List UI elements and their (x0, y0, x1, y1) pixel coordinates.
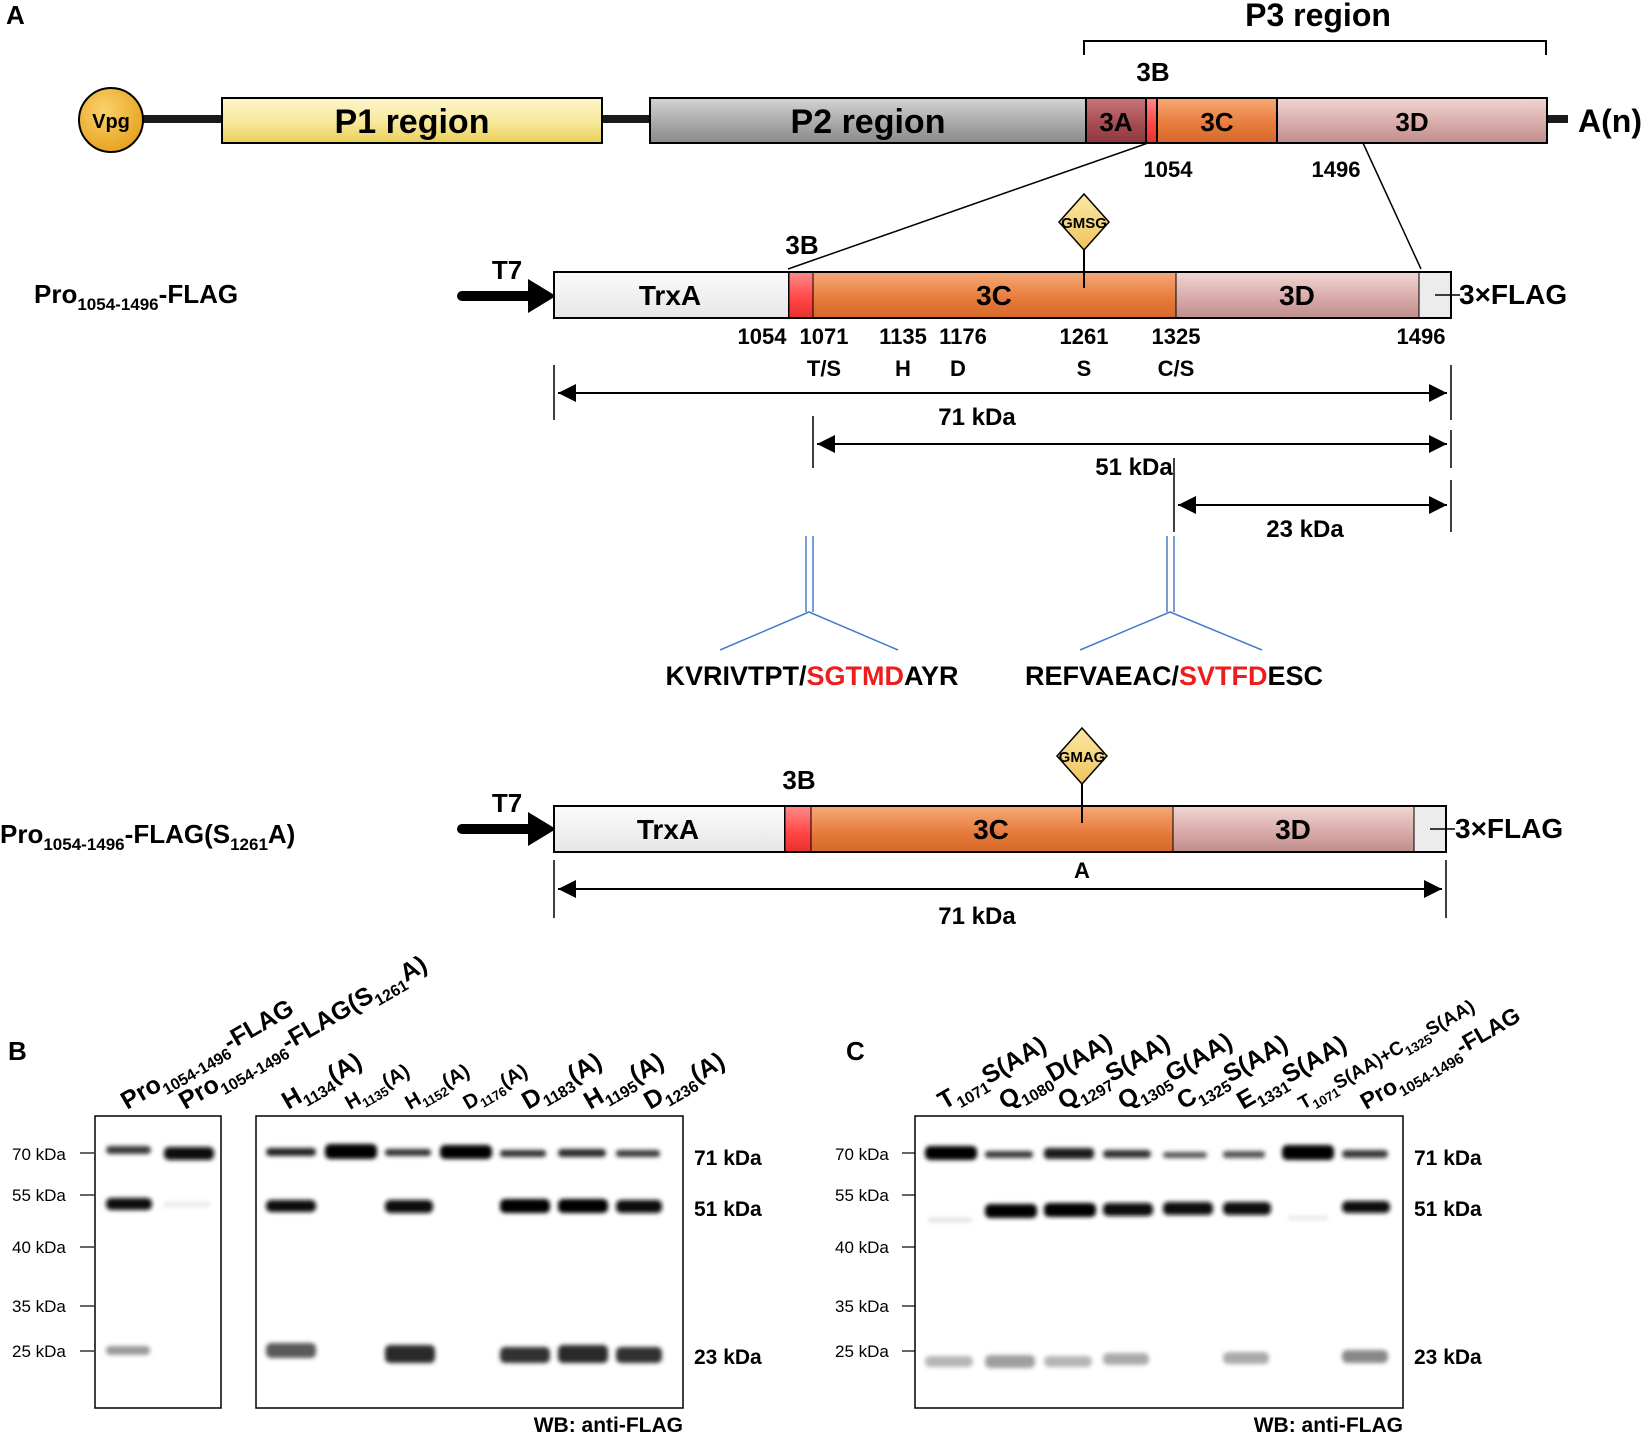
panel-b-label: B (8, 1036, 27, 1066)
panel-b-lane-labels: Pro1054-1496-FLAG Pro1054-1496-FLAG(S126… (116, 950, 730, 1118)
band-c-51: 51 kDa (1414, 1198, 1482, 1221)
3a-label: 3A (1099, 107, 1132, 137)
pos-1496-top: 1496 (1312, 157, 1361, 182)
construct1-pos-1135: 1135 (879, 324, 927, 349)
construct2-flag-label: 3×FLAG (1455, 813, 1563, 844)
marker-b-35: 35 kDa (12, 1297, 66, 1316)
construct2-trxa-label: TrxA (637, 814, 699, 845)
3c-box (1156, 97, 1278, 144)
blot-b-left (94, 1115, 222, 1409)
band-b-51: 51 kDa (694, 1198, 762, 1221)
construct1-pos-1054: 1054 (738, 324, 788, 349)
marker-b-25: 25 kDa (12, 1342, 66, 1361)
construct1-res-s: S (1077, 356, 1092, 381)
construct2-mutation-label: A (1074, 858, 1090, 883)
cleavage-site2-sequence: REFVAEAC/SVTFDESC (1025, 661, 1323, 691)
marker-c-35: 35 kDa (835, 1297, 889, 1316)
construct1-flag-label: 3×FLAG (1459, 279, 1567, 310)
construct1-res-ts: T/S (807, 356, 841, 381)
construct2-motif-label: GMAG (1059, 749, 1106, 766)
band-b-71: 71 kDa (694, 1147, 762, 1170)
construct1-pos-1496: 1496 (1397, 324, 1446, 349)
construct2-t7-arrowhead (528, 812, 556, 846)
construct1-pos-1325: 1325 (1152, 324, 1201, 349)
vpg-circle (78, 87, 144, 153)
lane-label-c-1: T1071S(AA) (933, 1031, 1054, 1120)
construct1-motif-diamond (1057, 192, 1111, 252)
blot-b-right (255, 1115, 684, 1409)
construct2-size-71: 71 kDa (938, 903, 1016, 930)
marker-c-70: 70 kDa (835, 1145, 889, 1164)
construct2-3c-box (810, 805, 1174, 853)
blot-b-left-bands (106, 1146, 214, 1355)
band-c-23: 23 kDa (1414, 1346, 1482, 1369)
pos-1054-top: 1054 (1144, 157, 1194, 182)
cleavage-site1-callout (719, 536, 899, 651)
3c-label: 3C (1200, 107, 1233, 137)
construct1-pos-1176: 1176 (939, 324, 987, 349)
construct1-pos-1071: 1071 (800, 324, 849, 349)
marker-c-55: 55 kDa (835, 1186, 889, 1205)
marker-b-40: 40 kDa (12, 1238, 66, 1257)
3d-box (1276, 97, 1548, 144)
panel-c-lane-labels: T1071S(AA) Q1080D(AA) Q1297S(AA) Q1305G(… (933, 996, 1525, 1120)
construct1-3b-label: 3B (785, 230, 818, 260)
p1-region-label: P1 region (335, 103, 490, 141)
construct1-t7-arrowhead (528, 279, 556, 313)
panel-c-label: C (846, 1036, 865, 1066)
construct2-3b-box (784, 805, 812, 853)
vpg-label: Vpg (92, 111, 130, 133)
construct2-3b-label: 3B (782, 765, 815, 795)
p1-region-box (221, 97, 603, 144)
p3-region-label: P3 region (1245, 0, 1391, 33)
construct1-3d-label: 3D (1279, 280, 1315, 311)
construct1-res-cs: C/S (1158, 356, 1195, 381)
3d-label: 3D (1395, 107, 1428, 137)
construct2-motif-diamond (1055, 726, 1109, 786)
construct1-size-23: 23 kDa (1266, 516, 1344, 543)
marker-b-70: 70 kDa (12, 1145, 66, 1164)
lane-label-b-5: H1152(A) (402, 1060, 476, 1118)
band-c-71: 71 kDa (1414, 1147, 1482, 1170)
wb-c-label: WB: anti-FLAG (1254, 1414, 1403, 1436)
construct1-res-h: H (895, 356, 911, 381)
blot-c-bands (925, 1145, 1390, 1368)
polya-label: A(n) (1578, 103, 1642, 139)
construct1-3b-box (788, 271, 814, 319)
panel-b-markers: 70 kDa 55 kDa 40 kDa 35 kDa 25 kDa (12, 1145, 94, 1361)
construct1-3c-box (812, 271, 1177, 319)
construct1-size-51: 51 kDa (1095, 454, 1173, 481)
construct1-t7-label: T7 (492, 255, 522, 285)
p3-bracket (1083, 40, 1547, 55)
cleavage-site1-sequence: KVRIVTPT/SGTMDAYR (665, 661, 958, 691)
panel-a-label: A (6, 0, 25, 30)
p2-region-label: P2 region (791, 103, 946, 141)
construct1-pos-1261: 1261 (1060, 324, 1109, 349)
band-b-23: 23 kDa (694, 1346, 762, 1369)
construct1-res-d: D (950, 356, 966, 381)
marker-b-55: 55 kDa (12, 1186, 66, 1205)
construct1-3d-box (1175, 271, 1420, 319)
panel-c-markers: 70 kDa 55 kDa 40 kDa 35 kDa 25 kDa (835, 1145, 916, 1361)
construct1-motif-label: GMSG (1061, 215, 1107, 232)
construct2-3d-label: 3D (1275, 814, 1311, 845)
marker-c-25: 25 kDa (835, 1342, 889, 1361)
construct2-3c-label: 3C (973, 814, 1009, 845)
3b-label: 3B (1136, 57, 1169, 87)
zoom-line-right (1362, 142, 1422, 270)
cleavage-site2-callout (1079, 536, 1263, 651)
marker-c-40: 40 kDa (835, 1238, 889, 1257)
blot-b-right-bands (266, 1144, 662, 1363)
3a-box (1085, 97, 1147, 144)
construct1-size-71: 71 kDa (938, 404, 1016, 431)
construct1-name: Pro1054-1496-FLAG (34, 279, 238, 314)
construct1-3c-label: 3C (976, 280, 1012, 311)
wb-b-label: WB: anti-FLAG (534, 1414, 683, 1436)
zoom-line-left (787, 142, 1149, 270)
construct1-trxa-label: TrxA (639, 280, 701, 311)
construct2-name: Pro1054-1496-FLAG(S1261A) (0, 819, 295, 854)
construct2-t7-label: T7 (492, 788, 522, 818)
3b-box (1145, 97, 1158, 144)
